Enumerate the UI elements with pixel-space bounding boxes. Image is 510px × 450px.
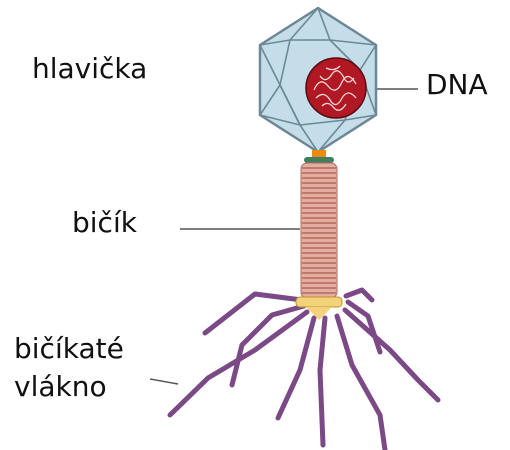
collar-ring xyxy=(304,157,334,163)
tail-label: bičík xyxy=(72,207,137,239)
tail-fiber xyxy=(320,318,325,445)
collar xyxy=(304,150,334,163)
tail-sheath xyxy=(301,163,337,298)
head-label: hlavička xyxy=(32,53,147,85)
baseplate-body xyxy=(296,297,342,307)
baseplate-spike xyxy=(306,307,332,320)
capsid-head xyxy=(260,8,376,152)
tail-fiber xyxy=(345,310,438,400)
fibers-leader-line xyxy=(150,379,178,384)
tail-fiber xyxy=(278,318,314,418)
tail-fibers-label: bičíkaté vlákno xyxy=(14,330,124,406)
tail-fiber xyxy=(346,290,372,300)
collar-neck xyxy=(312,150,326,158)
tail-fibers-label-line2: vlákno xyxy=(14,368,124,406)
tail-fibers-label-line1: bičíkaté xyxy=(14,330,124,368)
tail-fibers xyxy=(170,290,438,450)
tail-fiber xyxy=(232,306,304,385)
dna-label: DNA xyxy=(426,69,488,101)
